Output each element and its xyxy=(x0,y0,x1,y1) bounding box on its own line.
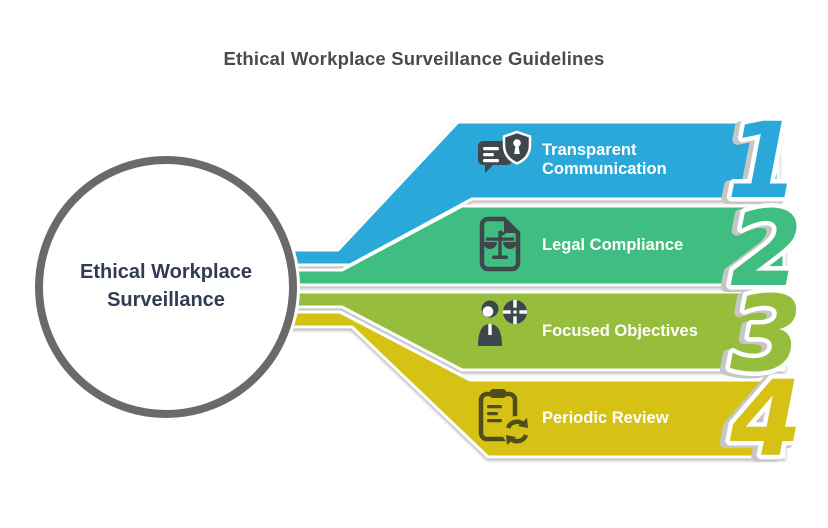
step-number-2: 2 2 xyxy=(720,184,807,318)
step-number-3: 3 3 xyxy=(720,269,807,403)
svg-text:1: 1 xyxy=(722,102,794,224)
funnel-band-1 xyxy=(276,120,780,267)
circle-title: Ethical Workplace Surveillance xyxy=(80,261,252,311)
svg-text:1: 1 xyxy=(727,100,799,222)
svg-text:2: 2 xyxy=(730,188,802,310)
band-label-legal-compliance: Legal Compliance xyxy=(542,236,684,254)
page-title: Ethical Workplace Surveillance Guideline… xyxy=(223,48,605,69)
band-label-focused-objectives: Focused Objectives xyxy=(542,322,698,340)
clipboard-refresh-icon xyxy=(478,389,532,446)
circle-fill xyxy=(42,163,290,411)
person-target-icon xyxy=(478,300,527,346)
svg-text:2: 2 xyxy=(725,190,797,312)
step-number-1: 1 1 xyxy=(717,96,804,230)
circle-ring xyxy=(35,156,297,418)
step-number-4: 4 4 xyxy=(719,354,807,488)
svg-text:3: 3 xyxy=(725,275,797,397)
band-label-transparent-communication: Transparent Communication xyxy=(542,141,667,178)
svg-text:3: 3 xyxy=(730,273,802,395)
band-label-periodic-review: Periodic Review xyxy=(542,409,669,427)
svg-text:4: 4 xyxy=(729,358,802,480)
svg-text:4: 4 xyxy=(724,360,797,482)
funnel-band-4 xyxy=(276,310,786,459)
chat-shield-icon xyxy=(478,130,532,173)
document-scales-icon xyxy=(479,216,521,272)
